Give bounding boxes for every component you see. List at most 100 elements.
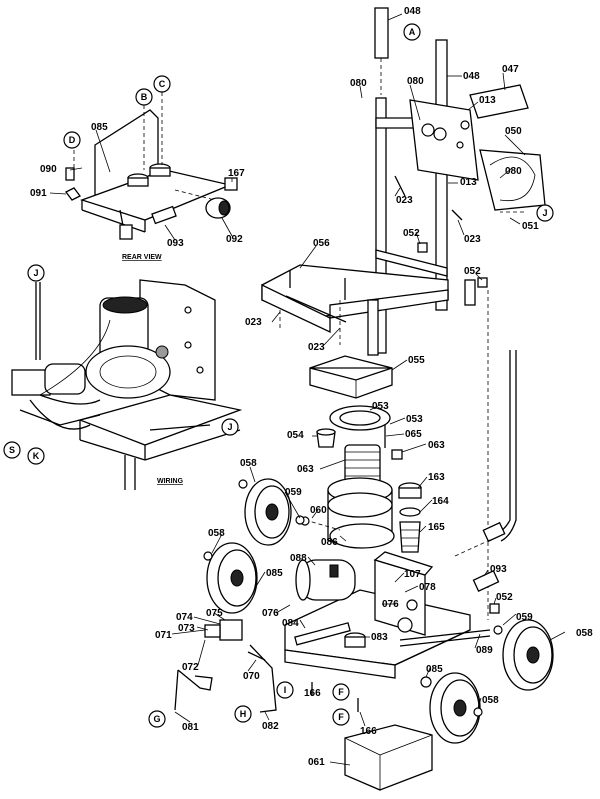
- base-cart-drawing: [174, 350, 517, 791]
- callout-h: H: [234, 705, 252, 723]
- callout-a: A: [403, 23, 421, 41]
- part-091: 091: [30, 188, 47, 199]
- part-058-upper: 058: [240, 458, 257, 469]
- part-052-right: 052: [464, 266, 481, 277]
- container-stack-drawing: [300, 355, 422, 553]
- part-052-upper: 052: [403, 228, 420, 239]
- part-083: 083: [371, 632, 388, 643]
- callout-c: C: [153, 75, 171, 93]
- svg-text:J: J: [33, 268, 38, 278]
- svg-text:A: A: [409, 27, 416, 37]
- svg-text:S: S: [9, 445, 15, 455]
- callout-f-lower: F: [332, 708, 350, 726]
- part-071: 071: [155, 630, 172, 641]
- wheel-upper-left: [244, 478, 292, 546]
- svg-text:H: H: [240, 709, 247, 719]
- part-165: 165: [428, 522, 445, 533]
- part-076-right: 076: [382, 599, 399, 610]
- svg-text:J: J: [542, 208, 547, 218]
- part-163: 163: [428, 472, 445, 483]
- part-051: 051: [522, 221, 539, 232]
- part-055: 055: [408, 355, 425, 366]
- part-080-left: 080: [350, 78, 367, 89]
- part-053-upper: 053: [372, 401, 389, 412]
- callout-j-wiring: J: [27, 264, 45, 282]
- callout-g: G: [148, 710, 166, 728]
- part-107: 107: [404, 569, 421, 580]
- part-048: 048: [463, 71, 480, 82]
- part-166-lower: 166: [360, 726, 377, 737]
- part-063-right: 063: [428, 440, 445, 451]
- part-058-mid: 058: [208, 528, 225, 539]
- svg-text:I: I: [284, 685, 287, 695]
- callouts: A B C D J J S K J G H I F F: [3, 23, 554, 728]
- leader-lines: [49, 13, 566, 766]
- part-047: 047: [502, 64, 519, 75]
- part-092: 092: [226, 234, 243, 245]
- part-056: 056: [313, 238, 330, 249]
- part-093-right: 093: [490, 564, 507, 575]
- part-080-right: 080: [505, 166, 522, 177]
- part-050: 050: [505, 126, 522, 137]
- wheel-mid-left: [206, 542, 258, 614]
- part-085-rear: 085: [91, 122, 108, 133]
- part-070: 070: [243, 671, 260, 682]
- part-072: 072: [182, 662, 199, 673]
- part-059-right: 059: [516, 612, 533, 623]
- callout-d: D: [63, 131, 81, 149]
- part-058-lower: 058: [482, 695, 499, 706]
- part-023-right: 023: [464, 234, 481, 245]
- part-058-right: 058: [576, 628, 593, 639]
- part-060: 060: [310, 505, 327, 516]
- part-082: 082: [262, 721, 279, 732]
- part-084: 084: [282, 618, 299, 629]
- part-074: 074: [176, 612, 193, 623]
- svg-text:J: J: [227, 422, 232, 432]
- part-073: 073: [178, 623, 195, 634]
- part-023-upper: 023: [396, 195, 413, 206]
- part-065: 065: [405, 429, 422, 440]
- svg-text:C: C: [159, 79, 166, 89]
- svg-text:B: B: [141, 92, 148, 102]
- callout-i: I: [276, 681, 294, 699]
- part-164: 164: [432, 496, 449, 507]
- part-075: 075: [206, 608, 223, 619]
- part-013-mid: 013: [460, 177, 477, 188]
- part-167: 167: [228, 168, 245, 179]
- part-013-top: 013: [479, 95, 496, 106]
- part-054: 054: [287, 430, 304, 441]
- svg-text:F: F: [338, 687, 344, 697]
- part-086: 086: [321, 537, 338, 548]
- caption-rear-view: REAR VIEW: [122, 254, 162, 261]
- part-048-top: 048: [404, 6, 421, 17]
- part-166-upper: 166: [304, 688, 321, 699]
- part-093-rear: 093: [167, 238, 184, 249]
- part-061: 061: [308, 757, 325, 768]
- handle-frame-drawing: [261, 7, 546, 620]
- part-063-left: 063: [297, 464, 314, 475]
- caption-wiring: WIRING: [157, 478, 184, 485]
- svg-text:F: F: [338, 712, 344, 722]
- wheel-right: [502, 619, 554, 691]
- svg-text:K: K: [33, 451, 40, 461]
- part-076-left: 076: [262, 608, 279, 619]
- callout-b: B: [135, 88, 153, 106]
- part-080-mid: 080: [407, 76, 424, 87]
- part-labels: 048 048 047 080 080 013 050 080 013 023 …: [30, 6, 593, 768]
- callout-j-mid: J: [221, 418, 239, 436]
- part-085-mid: 085: [266, 568, 283, 579]
- part-081: 081: [182, 722, 199, 733]
- part-078: 078: [419, 582, 436, 593]
- svg-text:G: G: [153, 714, 160, 724]
- part-023-left: 023: [245, 317, 262, 328]
- wheels-drawing: [203, 478, 554, 744]
- wiring-inset: [11, 279, 243, 490]
- callout-k: K: [27, 447, 45, 465]
- part-023-lower: 023: [308, 342, 325, 353]
- part-090: 090: [40, 164, 57, 175]
- wheel-lower: [429, 672, 481, 744]
- callout-s: S: [3, 441, 21, 459]
- part-088: 088: [290, 553, 307, 564]
- part-052-lower: 052: [496, 592, 513, 603]
